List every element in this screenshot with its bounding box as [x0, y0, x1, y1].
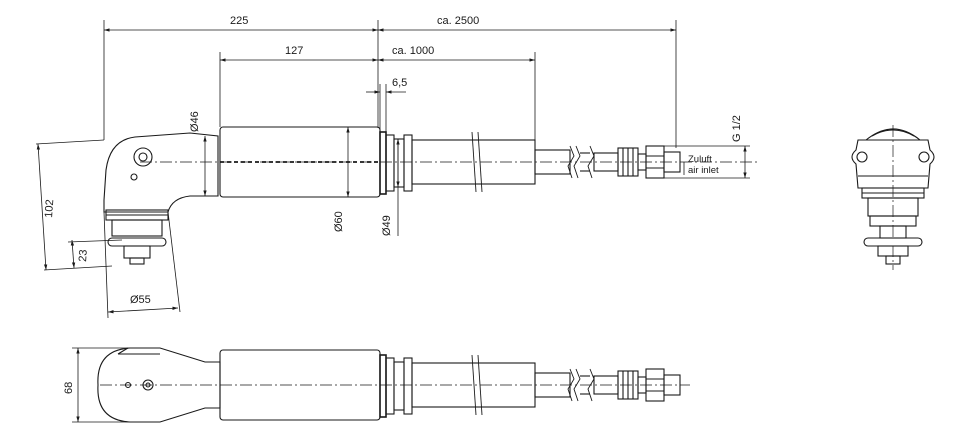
spindle-housing: [111, 219, 163, 237]
dim-thread: G 1/2: [731, 115, 743, 142]
head-vent-hole: [130, 173, 138, 181]
top-view: 68: [63, 347, 690, 423]
dim-68: 68: [63, 382, 75, 394]
dim-225: 225: [230, 15, 248, 27]
dim-dia-49: Ø49: [381, 215, 393, 236]
air-inlet-label: Zuluft air inlet: [683, 154, 719, 176]
dimensions-top: 225 ca. 2500 127 ca. 1000 6,5 Ø46 Ø60 Ø4…: [35, 15, 750, 319]
front-view-left-boss: [856, 151, 868, 163]
top-view-hole-center: [145, 382, 151, 388]
dim-23: 23: [77, 249, 90, 262]
flange-pin: [129, 257, 145, 265]
air-inlet-text: air inlet: [688, 165, 719, 176]
front-view-head-body: [851, 139, 935, 189]
dim-2500: ca. 2500: [437, 15, 479, 27]
dim-102: 102: [43, 199, 56, 218]
top-view-ring-1: [379, 354, 387, 418]
front-view-head-top: [865, 128, 921, 141]
throttle-ring-2: [385, 134, 395, 192]
dim-dia-60: Ø60: [333, 211, 345, 232]
hose-break-1: [471, 131, 483, 193]
dim-1000: ca. 1000: [392, 45, 434, 57]
front-view-flange: [863, 237, 923, 247]
angle-head-body: [103, 132, 219, 213]
top-view-ring-3: [393, 361, 405, 411]
throttle-ring-1: [379, 131, 387, 195]
hose-break-3: [587, 145, 595, 179]
top-view-head: [97, 347, 221, 423]
top-view-ring-2: [385, 357, 395, 415]
front-view-flange-nut: [879, 225, 907, 239]
front-view: [851, 125, 935, 270]
top-view-ring-4: [403, 357, 413, 415]
side-view: Zuluft air inlet: [103, 126, 760, 265]
backing-flange: [107, 237, 167, 247]
flange-nut: [123, 245, 151, 259]
top-view-break-1: [471, 354, 483, 416]
zuluft-label: Zuluft: [688, 154, 712, 165]
top-view-hole-small: [124, 381, 132, 389]
head-screw-inner: [138, 152, 148, 162]
top-view-coupling-nipple: [663, 374, 681, 396]
dim-6-5: 6,5: [392, 77, 407, 89]
hose-break-2: [567, 145, 581, 179]
coupling-nipple: [663, 151, 681, 173]
head-screw-outer: [133, 147, 153, 167]
throttle-ring-4: [403, 134, 413, 192]
top-view-break-2: [567, 368, 581, 402]
dim-dia-46: Ø46: [189, 111, 201, 132]
front-view-right-boss: [918, 151, 930, 163]
dim-127: 127: [285, 45, 303, 57]
throttle-ring-3: [393, 138, 405, 188]
top-view-hole-ring: [142, 379, 154, 391]
dim-dia-55: Ø55: [130, 294, 151, 306]
front-view-pin: [885, 255, 901, 265]
